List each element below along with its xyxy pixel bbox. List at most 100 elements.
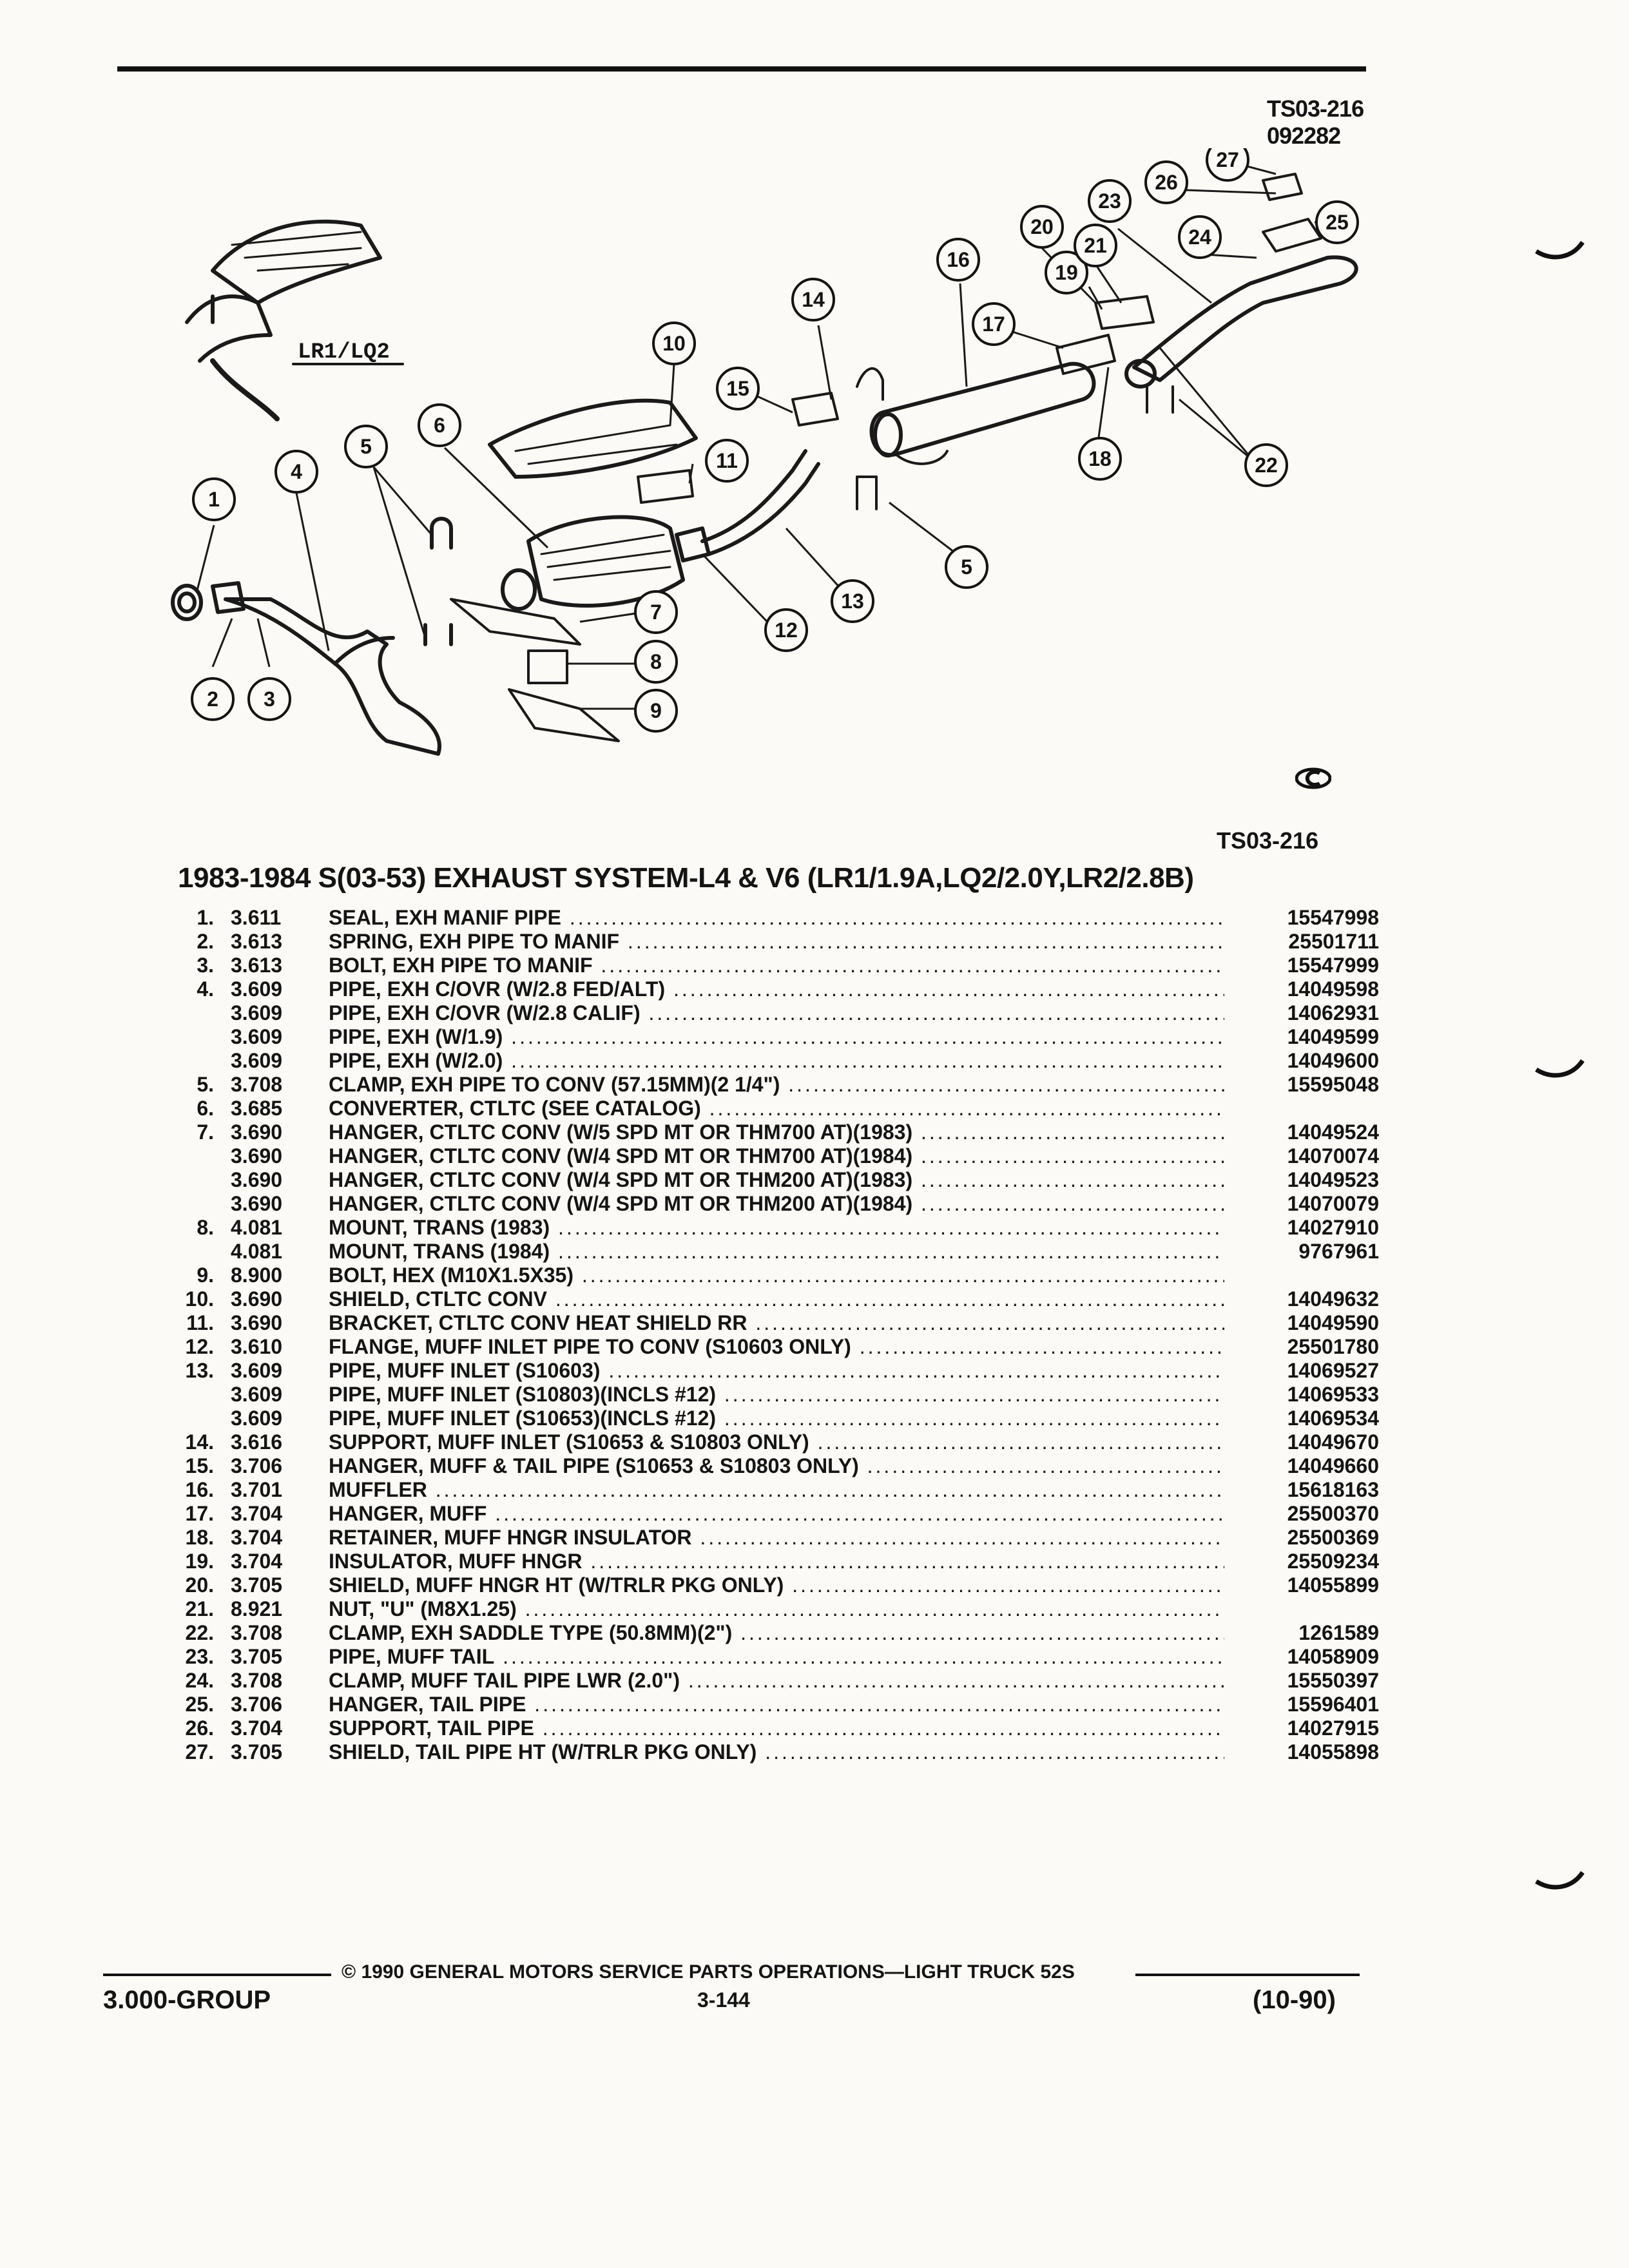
leader-dots: ........................................… bbox=[435, 1478, 1224, 1501]
svg-text:13: 13 bbox=[841, 590, 864, 613]
group-number: 3.609 bbox=[231, 1407, 283, 1430]
svg-text:19: 19 bbox=[1055, 261, 1078, 284]
part-number: 15618163 bbox=[1287, 1478, 1379, 1501]
part-detail: , MUFF HNGR INSULATOR bbox=[432, 1526, 692, 1549]
part-name: PIPE bbox=[329, 1049, 376, 1072]
catalog-c-icon bbox=[1295, 767, 1331, 789]
part-number: 14027910 bbox=[1287, 1216, 1379, 1239]
part-description: PIPE, EXH (W/1.9) ......................… bbox=[329, 1025, 1224, 1049]
leader-dots: ........................................… bbox=[558, 1240, 1224, 1263]
group-number: 3.616 bbox=[231, 1430, 283, 1454]
part-name: HANGER bbox=[329, 1454, 418, 1477]
svg-text:20: 20 bbox=[1030, 215, 1054, 238]
callout-2: 2 bbox=[191, 677, 235, 721]
group-number: 3.705 bbox=[231, 1740, 283, 1763]
part-detail: , CTLTC CONV bbox=[404, 1287, 547, 1311]
group-number: 3.611 bbox=[231, 906, 282, 929]
part-description: PIPE, EXH C/OVR (W/2.8 CALIF) ..........… bbox=[329, 1001, 1224, 1025]
part-number: 14070074 bbox=[1287, 1144, 1379, 1168]
leader-dots: ........................................… bbox=[724, 1383, 1224, 1406]
group-number: 3.609 bbox=[231, 1359, 283, 1382]
part-name: PIPE bbox=[329, 1025, 376, 1048]
muffler-inlet-pipe bbox=[700, 449, 820, 556]
leader-dots: ........................................… bbox=[921, 1192, 1224, 1215]
group-number: 3.609 bbox=[231, 1383, 283, 1406]
part-number: 14049660 bbox=[1287, 1454, 1379, 1477]
part-detail: , MUFF INLET (S10603) bbox=[375, 1359, 601, 1382]
leader-dots: ........................................… bbox=[867, 1454, 1224, 1477]
leader-dots: ........................................… bbox=[495, 1502, 1224, 1525]
converter-body bbox=[526, 515, 685, 608]
part-description: HANGER, CTLTC CONV (W/5 SPD MT OR THM700… bbox=[329, 1120, 1224, 1144]
part-description: PIPE, MUFF INLET (S10653)(INCLS #12) ...… bbox=[329, 1407, 1224, 1430]
part-number: 15547999 bbox=[1287, 954, 1379, 977]
part-name: SUPPORT bbox=[329, 1430, 427, 1454]
group-number: 4.081 bbox=[231, 1216, 283, 1239]
part-number: 25501711 bbox=[1288, 930, 1379, 953]
item-number: 8. bbox=[197, 1216, 214, 1239]
group-number: 3.690 bbox=[231, 1144, 283, 1168]
svg-text:5: 5 bbox=[360, 435, 372, 458]
part-number: 14069534 bbox=[1287, 1407, 1379, 1430]
part-number: 25501780 bbox=[1287, 1335, 1379, 1358]
part-description: PIPE, MUFF TAIL ........................… bbox=[329, 1645, 1224, 1669]
part-description: CLAMP, MUFF TAIL PIPE LWR (2.0") .......… bbox=[329, 1669, 1224, 1693]
part-number: 14049670 bbox=[1287, 1430, 1379, 1454]
group-number: 3.613 bbox=[231, 954, 283, 977]
part-description: HANGER, CTLTC CONV (W/4 SPD MT OR THM200… bbox=[329, 1192, 1224, 1216]
group-number: 3.610 bbox=[231, 1335, 283, 1358]
reference-date: 092282 bbox=[1267, 122, 1341, 149]
part-number: 14055898 bbox=[1287, 1740, 1379, 1763]
callout-20: 20 bbox=[1020, 205, 1064, 249]
leader-dots: ........................................… bbox=[558, 1216, 1224, 1239]
group-number: 3.708 bbox=[231, 1073, 283, 1096]
revision-date: (10-90) bbox=[1253, 1986, 1336, 2014]
group-number: 3.706 bbox=[231, 1454, 283, 1477]
part-description: CLAMP, EXH SADDLE TYPE (50.8MM)(2") ....… bbox=[329, 1621, 1224, 1645]
binder-mark-icon bbox=[1535, 1870, 1585, 1890]
callout-16: 16 bbox=[936, 238, 980, 282]
part-name: NUT bbox=[329, 1597, 369, 1620]
part-name: BRACKET bbox=[329, 1311, 427, 1334]
top-rule bbox=[117, 66, 1366, 72]
part-detail: , EXH PIPE TO MANIF bbox=[407, 930, 620, 953]
item-number: 18. bbox=[185, 1526, 214, 1549]
part-description: MOUNT, TRANS (1983) ....................… bbox=[329, 1216, 1224, 1240]
variant-label: LR1/LQ2 bbox=[298, 340, 390, 365]
part-name: MOUNT bbox=[329, 1216, 402, 1239]
part-number: 15596401 bbox=[1287, 1693, 1379, 1716]
leader-dots: ........................................… bbox=[792, 1573, 1224, 1597]
svg-text:16: 16 bbox=[947, 248, 970, 271]
part-number: 15595048 bbox=[1287, 1073, 1379, 1096]
leader-dots: ........................................… bbox=[859, 1335, 1224, 1358]
item-number: 10. bbox=[185, 1287, 214, 1311]
part-detail: , MUFF HNGR HT (W/TRLR PKG ONLY) bbox=[404, 1573, 784, 1597]
reference-code: TS03-216 bbox=[1267, 95, 1364, 122]
part-detail: , TAIL PIPE bbox=[418, 1693, 526, 1716]
part-detail: , CTLTC CONV (W/4 SPD MT OR THM200 AT)(1… bbox=[418, 1168, 913, 1191]
part-detail: , TAIL PIPE bbox=[426, 1716, 534, 1740]
converter-shield bbox=[488, 398, 698, 479]
group-number: 3.609 bbox=[231, 1001, 283, 1024]
callout-1: 1 bbox=[192, 477, 236, 521]
leader-dots: ........................................… bbox=[525, 1597, 1224, 1620]
figure-code: TS03-216 bbox=[1217, 827, 1319, 854]
parts-row: 8. 4.081 MOUNT, TRANS (1983) .............… bbox=[174, 1216, 1379, 1240]
group-number: 3.609 bbox=[231, 977, 283, 1001]
svg-text:12: 12 bbox=[775, 619, 798, 642]
item-number: 3. bbox=[197, 954, 214, 977]
part-name: FLANGE bbox=[329, 1335, 414, 1358]
callout-27: 27 bbox=[1206, 148, 1249, 182]
svg-text:4: 4 bbox=[291, 460, 302, 483]
item-number: 20. bbox=[185, 1573, 214, 1597]
part-description: HANGER, TAIL PIPE ......................… bbox=[329, 1693, 1224, 1716]
part-name: BOLT bbox=[329, 954, 381, 977]
